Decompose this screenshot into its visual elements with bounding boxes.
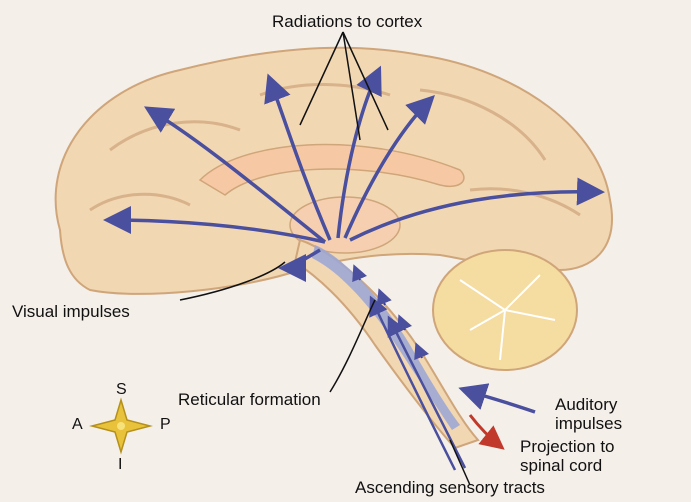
arrow-to-top-right — [343, 95, 435, 239]
arrow-to-upper-anterior — [143, 106, 327, 244]
arrow-to-top-left — [264, 73, 332, 241]
arrow-to-top — [336, 65, 382, 239]
label-auditory-2: impulses — [555, 414, 623, 433]
label-projection-1: Projection to — [520, 437, 615, 456]
label-ascending-tracts: Ascending sensory tracts — [355, 478, 545, 497]
label-auditory-1: Auditory — [555, 395, 618, 414]
cerebrum — [54, 46, 613, 295]
stem-arrows — [352, 264, 429, 361]
compass-superior: S — [116, 381, 127, 398]
compass-inferior: I — [118, 456, 123, 473]
arrow-to-visual — [278, 248, 321, 282]
projection-arrow — [468, 414, 505, 450]
label-reticular-formation: Reticular formation — [178, 390, 321, 409]
label-visual-impulses: Visual impulses — [12, 302, 130, 321]
label-radiations: Radiations to cortex — [272, 12, 423, 31]
arrow-to-anterior — [103, 206, 326, 244]
leader-lines — [179, 31, 471, 486]
auditory-arrow — [458, 383, 536, 414]
compass-icon — [89, 397, 153, 455]
compass-posterior: P — [160, 416, 171, 433]
ascending-tracts — [369, 295, 467, 471]
corpus-callosum — [198, 143, 465, 196]
radiation-arrows — [103, 65, 605, 282]
compass-anterior: A — [72, 416, 83, 433]
label-projection-2: spinal cord — [520, 456, 603, 475]
arrow-to-posterior — [349, 177, 605, 242]
